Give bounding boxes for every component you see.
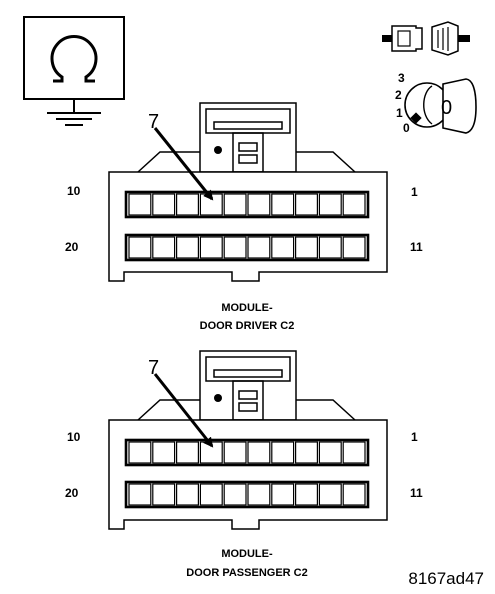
cavity-10 (128, 193, 152, 216)
cavity-8 (176, 193, 200, 216)
cavity-17 (199, 483, 223, 506)
cavity-4 (271, 193, 295, 216)
connector-disconnect-icon (382, 21, 470, 56)
pin-7-callout: 7 (148, 111, 159, 133)
connector-caption-line1: MODULE- (221, 548, 273, 560)
ignition-position-3: 3 (398, 71, 405, 85)
cavity-11 (342, 483, 366, 506)
cavity-16 (223, 483, 247, 506)
cavity-18 (176, 236, 200, 259)
cavity-3 (295, 193, 319, 216)
cavity-6 (223, 193, 247, 216)
ignition-position-1: 1 (396, 106, 403, 120)
connector-cavities (128, 441, 366, 506)
cavity-5 (247, 193, 271, 216)
cavity-1 (342, 441, 366, 464)
ignition-key-icon: 3 2 1 0 0 (395, 71, 477, 135)
cavity-20 (128, 483, 152, 506)
pin-7-callout: 7 (148, 357, 159, 379)
connector-cavities (128, 193, 366, 259)
pin-number-11: 11 (410, 486, 423, 500)
cavity-13 (295, 483, 319, 506)
cavity-15 (247, 236, 271, 259)
cavity-20 (128, 236, 152, 259)
ignition-position-0: 0 (403, 121, 410, 135)
pin-number-10: 10 (67, 184, 81, 198)
cavity-18 (176, 483, 200, 506)
connector-latch (137, 102, 356, 173)
cavity-10 (128, 441, 152, 464)
cavity-12 (318, 236, 342, 259)
pin-number-1: 1 (411, 185, 418, 199)
pin-number-11: 11 (410, 240, 423, 254)
cavity-19 (152, 483, 176, 506)
ignition-position-2: 2 (395, 88, 402, 102)
cavity-11 (342, 236, 366, 259)
cavity-8 (176, 441, 200, 464)
cavity-17 (199, 236, 223, 259)
connector-door-driver-c2: 10 1 20 11 7 MODULE- DOOR DRIVER C2 (65, 102, 423, 332)
cavity-13 (295, 236, 319, 259)
pin-number-10: 10 (67, 430, 81, 444)
cavity-14 (271, 483, 295, 506)
cavity-9 (152, 193, 176, 216)
cavity-5 (247, 441, 271, 464)
connector-caption-line1: MODULE- (221, 302, 273, 314)
cavity-1 (342, 193, 366, 216)
cavity-12 (318, 483, 342, 506)
connector-caption-line2: DOOR DRIVER C2 (200, 320, 295, 332)
connector-caption-line2: DOOR PASSENGER C2 (186, 567, 307, 579)
connector-door-passenger-c2: 10 1 20 11 7 MODULE- DOOR PASSENGER C2 (65, 350, 423, 579)
pin-number-20: 20 (65, 240, 79, 254)
callout-arrow (153, 373, 214, 448)
cavity-15 (247, 483, 271, 506)
cavity-2 (318, 193, 342, 216)
ignition-key-position-label: 0 (441, 97, 452, 119)
cavity-2 (318, 441, 342, 464)
cavity-14 (271, 236, 295, 259)
ohmmeter-icon (23, 16, 125, 126)
cavity-6 (223, 441, 247, 464)
cavity-3 (295, 441, 319, 464)
callout-arrow (153, 127, 214, 201)
cavity-9 (152, 441, 176, 464)
figure-reference-id: 8167ad47 (408, 569, 484, 588)
pin-number-1: 1 (411, 430, 418, 444)
pin-number-20: 20 (65, 486, 79, 500)
cavity-4 (271, 441, 295, 464)
cavity-19 (152, 236, 176, 259)
connector-latch (137, 350, 356, 421)
cavity-16 (223, 236, 247, 259)
